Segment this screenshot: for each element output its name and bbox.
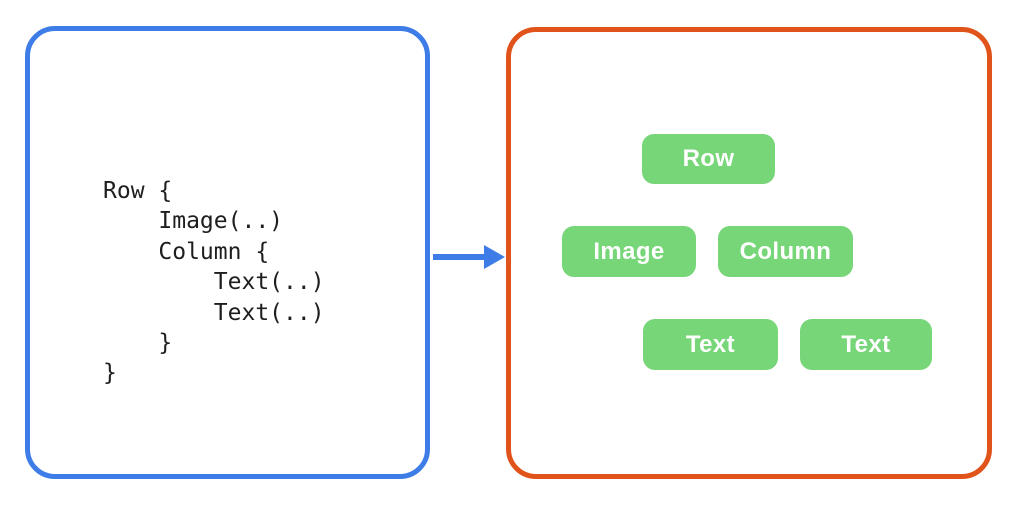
tree-node-label: Text [685, 330, 736, 358]
tree-node-label: Image [593, 237, 665, 265]
tree-node-row: Row [642, 134, 775, 184]
tree-node-text-1: Text [643, 319, 778, 370]
arrow-right-icon [433, 245, 505, 269]
tree-node-label: Row [682, 145, 735, 172]
tree-node-label: Text [841, 330, 891, 358]
tree-node-image: Image [562, 226, 696, 277]
tree-node-column: Column [718, 226, 853, 277]
tree-node-label: Column [739, 237, 832, 265]
tree-node-text-2: Text [800, 319, 932, 370]
code-panel [25, 26, 430, 479]
code-block: Row { Image(..) Column { Text(..) Text(.… [103, 178, 325, 387]
